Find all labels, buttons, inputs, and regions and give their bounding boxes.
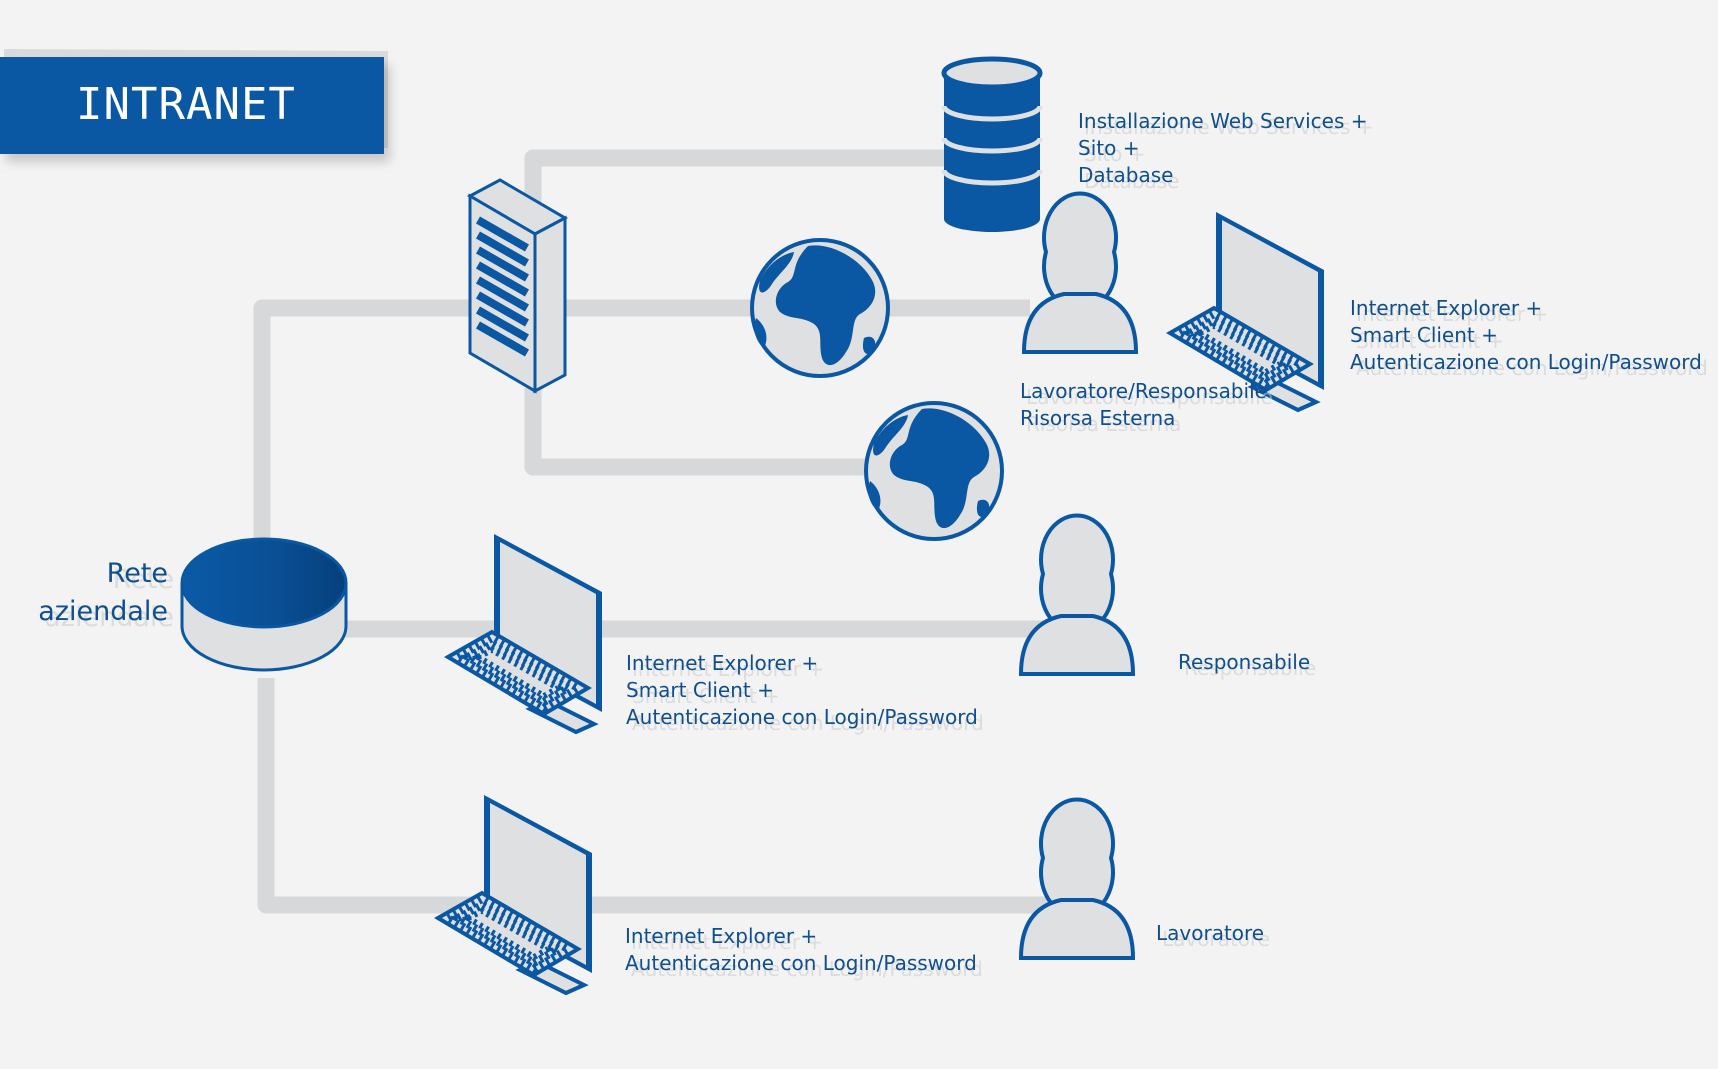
worker-client-label: Internet Explorer + Autenticazione con L… xyxy=(625,923,977,977)
globe-icon xyxy=(750,238,890,378)
remote-client-label-line2: Smart Client + xyxy=(1350,323,1498,347)
page-title: INTRANET xyxy=(76,79,296,130)
server-icon xyxy=(466,178,569,394)
worker-client-label-line2: Autenticazione con Login/Password xyxy=(625,951,977,975)
line-network-to-server xyxy=(253,299,470,540)
remote-client-label: Internet Explorer + Smart Client + Auten… xyxy=(1350,295,1702,376)
worker-computer-icon xyxy=(438,793,594,995)
connection-lines xyxy=(253,149,1060,914)
manager-client-label-line1: Internet Explorer + xyxy=(626,651,819,675)
worker-user-label-text: Lavoratore xyxy=(1156,921,1265,945)
globe-icon xyxy=(864,401,1004,541)
manager-user-icon xyxy=(1019,513,1135,676)
worker-client-label-line1: Internet Explorer + xyxy=(625,924,818,948)
database-label-line1: Installazione Web Services + xyxy=(1078,109,1368,133)
manager-client-label: Internet Explorer + Smart Client + Auten… xyxy=(626,650,978,731)
page-title-banner: INTRANET xyxy=(0,57,384,154)
remote-user-label-line2: Risorsa Esterna xyxy=(1020,406,1176,430)
line-server-to-database xyxy=(524,149,950,215)
remote-user-label-line1: Lavoratore/Responsabile xyxy=(1020,379,1267,403)
remote-user-label: Lavoratore/Responsabile Risorsa Esterna xyxy=(1020,378,1267,432)
database-label-line2: Sito + xyxy=(1078,136,1140,160)
remote-user-icon xyxy=(1022,191,1138,354)
manager-user-label: Responsabile xyxy=(1178,649,1310,676)
database-icon xyxy=(941,56,1043,232)
network-label-line2: aziendale xyxy=(38,596,168,627)
line-server-to-globe xyxy=(524,388,870,476)
database-label: Installazione Web Services + Sito + Data… xyxy=(1078,108,1368,189)
network-label: Rete aziendale xyxy=(38,555,168,631)
line-network-to-worker xyxy=(257,678,1060,914)
remote-client-label-line1: Internet Explorer + xyxy=(1350,296,1543,320)
network-disk-icon xyxy=(180,537,348,672)
worker-user-label: Lavoratore xyxy=(1156,920,1264,947)
manager-client-label-line2: Smart Client + xyxy=(626,678,774,702)
network-label-line1: Rete xyxy=(106,558,168,589)
manager-client-label-line3: Autenticazione con Login/Password xyxy=(626,705,978,729)
database-label-line3: Database xyxy=(1078,163,1174,187)
remote-client-label-line3: Autenticazione con Login/Password xyxy=(1350,350,1702,374)
worker-user-icon xyxy=(1019,797,1135,960)
manager-user-label-text: Responsabile xyxy=(1178,650,1311,674)
